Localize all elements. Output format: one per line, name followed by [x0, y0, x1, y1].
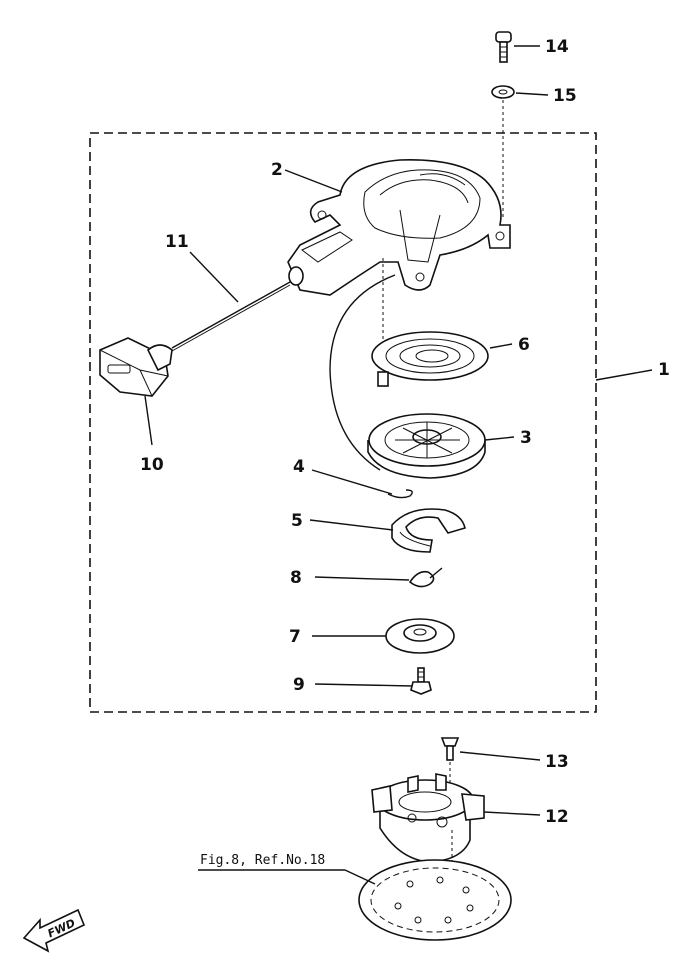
assembly-boundary: [89, 132, 597, 713]
part-5-ratchet: [391, 508, 466, 553]
leader-6: [489, 343, 513, 349]
callout-6: 6: [518, 335, 530, 355]
part-13-screw: [440, 737, 460, 761]
part-15-washer: [491, 85, 515, 99]
callout-5: 5: [291, 511, 303, 531]
part-12-starter-cup: [371, 773, 485, 863]
callout-9: 9: [293, 675, 305, 695]
leader-5: [309, 519, 394, 531]
leader-4: [311, 469, 393, 495]
part-7-drive-plate: [385, 618, 455, 654]
callout-7: 7: [289, 627, 301, 647]
callout-2: 2: [271, 160, 283, 180]
part-6-spiral-spring: [371, 331, 489, 387]
callout-13: 13: [545, 752, 569, 772]
part-8-spring: [408, 567, 443, 588]
callout-12: 12: [545, 807, 569, 827]
part-2-starter-housing: [287, 159, 511, 296]
leader-11: [189, 251, 239, 303]
callout-14: 14: [545, 37, 569, 57]
part-10-starter-handle: [99, 337, 173, 397]
part-4-spring-clip: [387, 489, 413, 499]
callout-11: 11: [165, 232, 189, 252]
part-9-screw: [410, 667, 432, 695]
callout-8: 8: [290, 568, 302, 588]
callout-15: 15: [553, 86, 577, 106]
callout-10: 10: [140, 455, 164, 475]
leader-reference: [344, 869, 376, 885]
callout-3: 3: [520, 428, 532, 448]
callout-4: 4: [293, 457, 305, 477]
rope-routing: [329, 274, 396, 471]
leader-10: [144, 395, 153, 446]
part-3-pulley: [367, 413, 486, 479]
fwd-arrow-icon: [22, 908, 86, 953]
leader-1: [595, 369, 653, 381]
reference-label: Fig.8, Ref.No.18: [200, 853, 325, 868]
leader-9: [314, 683, 413, 687]
leader-3: [484, 436, 515, 441]
callout-1: 1: [658, 360, 670, 380]
leader-2: [284, 169, 343, 193]
leader-15: [515, 92, 549, 96]
part-11-starter-rope: [171, 281, 291, 349]
flywheel-reference-disc: [358, 859, 512, 941]
leader-12: [483, 811, 541, 816]
leader-13: [459, 751, 541, 761]
part-14-bolt: [495, 31, 512, 63]
leader-8: [314, 576, 410, 581]
